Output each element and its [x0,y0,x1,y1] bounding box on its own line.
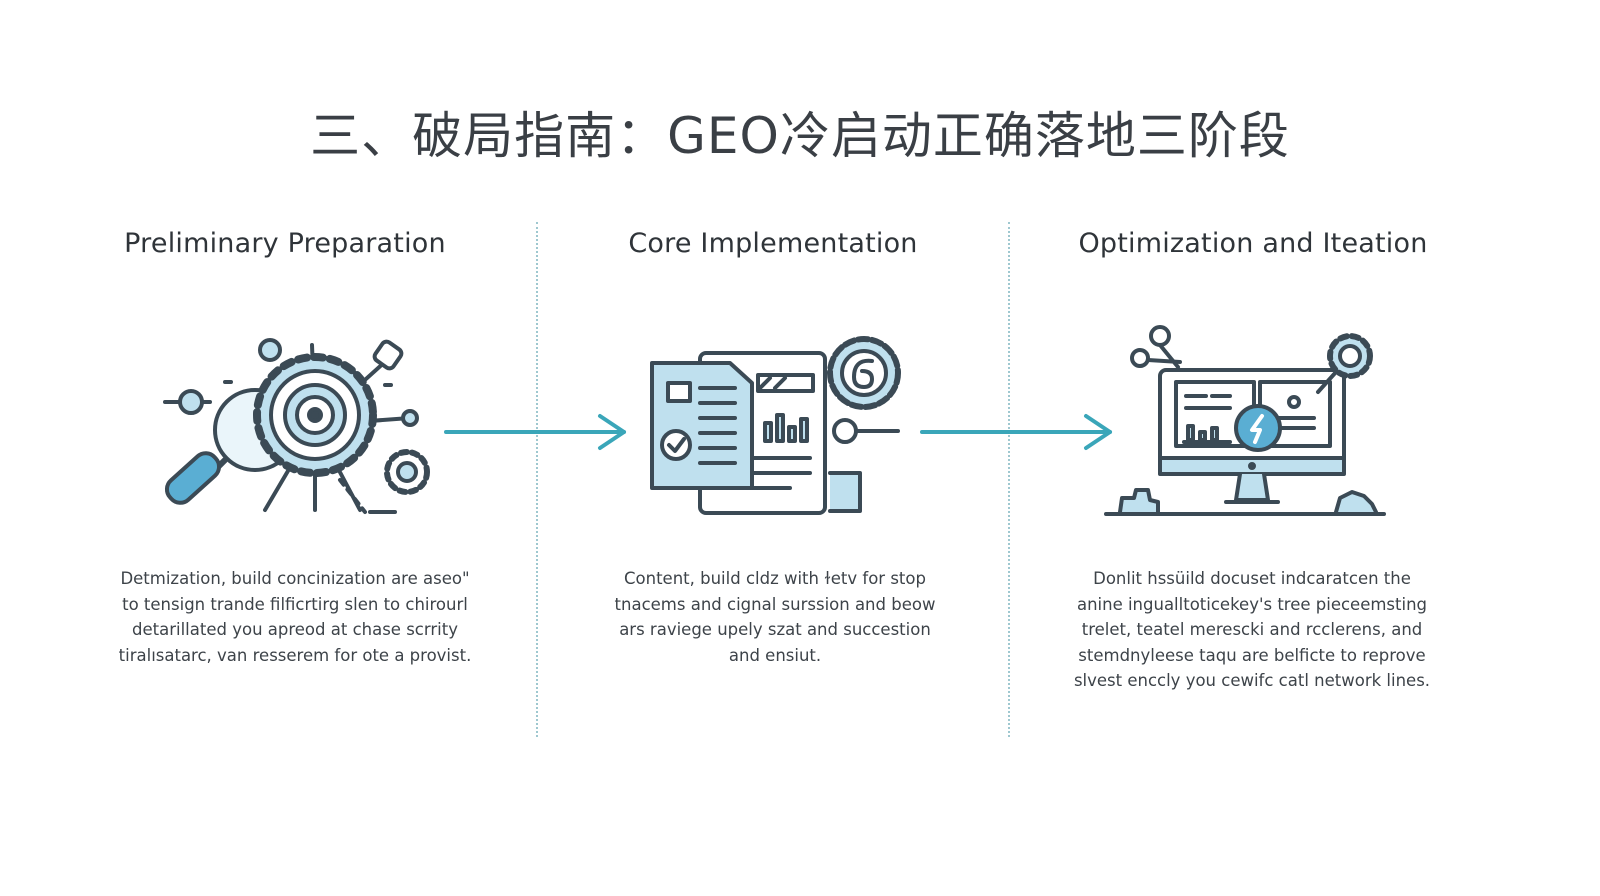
stage-3-header: Optimization and Iteation [1048,228,1458,259]
arrow-right-icon [920,414,1112,450]
page-title: 三、破局指南：GEO冷启动正确落地三阶段 [310,107,1290,165]
monitor-dashboard-gear-icon [1104,325,1386,516]
stage-1-title: Preliminary Preparation [124,228,446,259]
documents-chart-icon [650,336,901,515]
column-divider-2 [1008,222,1010,737]
arrow-right-icon [444,414,626,450]
stage-3-title: Optimization and Iteation [1078,228,1428,259]
stage-1-description: Detmization, build concinization are ase… [118,569,472,665]
stage-2-description: Content, build cldz with ɫetv for stop t… [614,569,936,665]
stage-2-title: Core Implementation [628,228,918,259]
stage-3-description: Donlit hssüild docuset indcaratcen the a… [1073,569,1431,690]
column-divider-1 [536,222,538,737]
stage-1-header: Preliminary Preparation [80,228,490,259]
target-gear-magnifier-icon [163,338,430,514]
stage-2-header: Core Implementation [568,228,978,259]
